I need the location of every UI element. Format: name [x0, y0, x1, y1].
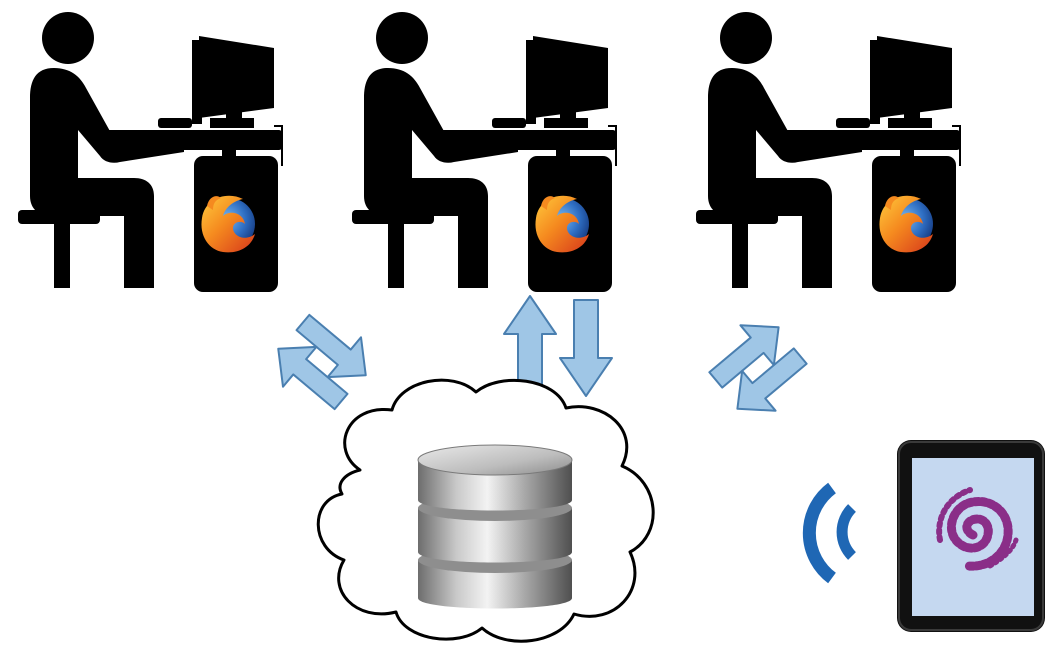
spiral-logo-icon [936, 487, 1019, 571]
bidirectional-arrows-icon [696, 306, 820, 430]
bidirectional-arrows-icon [260, 300, 384, 424]
cloud-database [316, 378, 655, 643]
workstation-1 [17, 11, 283, 293]
database-icon [417, 444, 573, 609]
tablet-icon [897, 440, 1045, 632]
workstation-3 [695, 11, 961, 293]
workstation-2 [351, 11, 617, 293]
wireless-signal-icon [802, 482, 857, 584]
bidirectional-arrows-icon [503, 295, 613, 397]
